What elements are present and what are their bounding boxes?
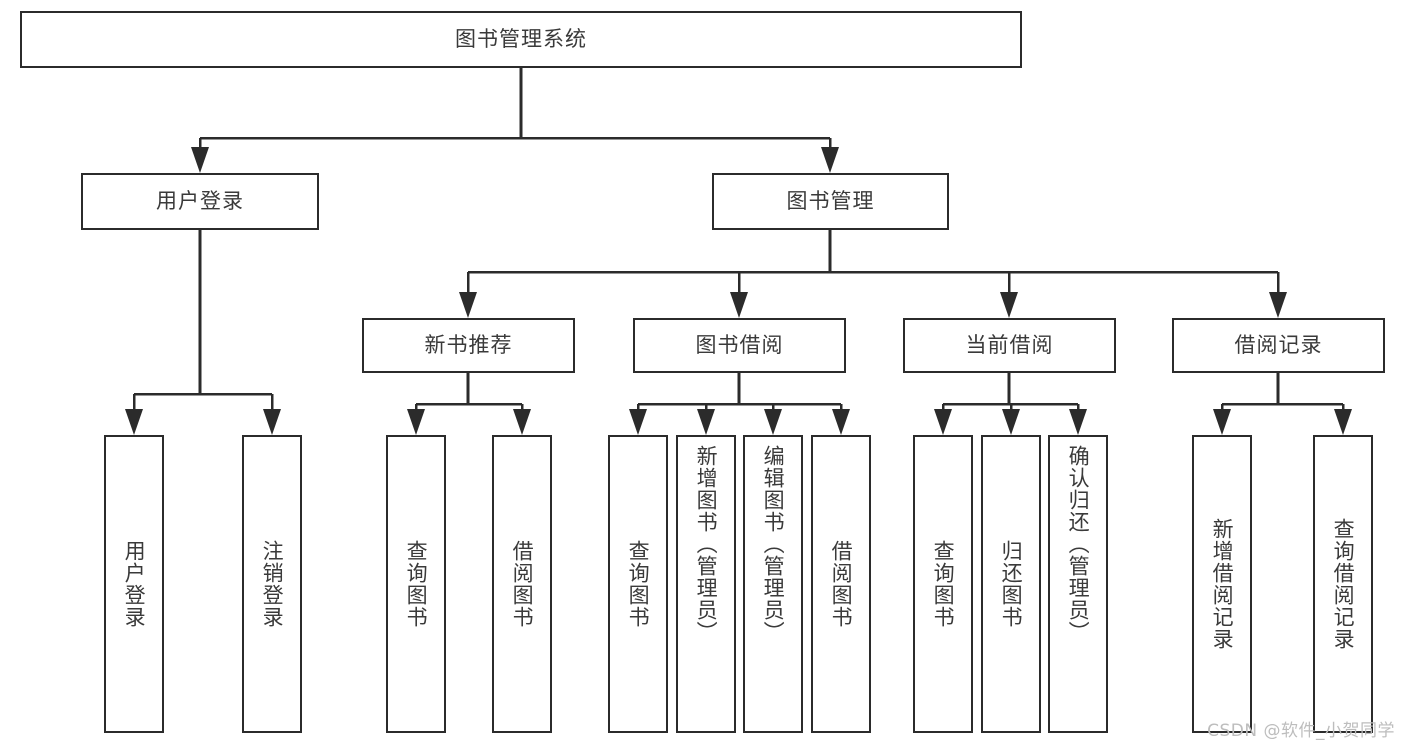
node-leaf-query-borrow-record[interactable]: 查询借阅记录	[1313, 435, 1373, 733]
node-user-login-label: 用户登录	[156, 188, 244, 213]
node-leaf-query-book-recommend-label: 查询图书	[404, 540, 429, 628]
node-leaf-query-borrow-record-label: 查询借阅记录	[1331, 518, 1356, 650]
node-leaf-confirm-return-admin-label: 确认归还（管理员）	[1066, 445, 1091, 643]
node-new-book-recommend-label: 新书推荐	[424, 332, 513, 357]
node-user-login[interactable]: 用户登录	[81, 173, 319, 230]
node-current-borrow[interactable]: 当前借阅	[903, 318, 1116, 373]
node-borrow-record[interactable]: 借阅记录	[1172, 318, 1385, 373]
node-leaf-query-book-current-label: 查询图书	[931, 540, 956, 628]
node-leaf-user-login[interactable]: 用户登录	[104, 435, 164, 733]
node-leaf-add-book-admin[interactable]: 新增图书（管理员）	[676, 435, 736, 733]
node-root-label: 图书管理系统	[455, 26, 587, 51]
node-borrow-record-label: 借阅记录	[1234, 332, 1323, 357]
node-leaf-borrow-book[interactable]: 借阅图书	[811, 435, 871, 733]
node-leaf-add-borrow-record-label: 新增借阅记录	[1210, 518, 1235, 650]
node-leaf-logout-label: 注销登录	[260, 540, 285, 628]
node-leaf-query-book-borrow-label: 查询图书	[626, 540, 651, 628]
node-leaf-add-book-admin-label: 新增图书（管理员）	[694, 445, 719, 643]
node-leaf-return-book[interactable]: 归还图书	[981, 435, 1041, 733]
node-book-borrow[interactable]: 图书借阅	[633, 318, 846, 373]
node-root[interactable]: 图书管理系统	[20, 11, 1022, 68]
csdn-watermark: CSDN @软件_小贺同学	[1207, 721, 1395, 741]
node-leaf-return-book-label: 归还图书	[999, 540, 1024, 628]
node-leaf-query-book-recommend[interactable]: 查询图书	[386, 435, 446, 733]
node-leaf-edit-book-admin-label: 编辑图书（管理员）	[761, 445, 786, 643]
node-new-book-recommend[interactable]: 新书推荐	[362, 318, 575, 373]
node-leaf-query-book-current[interactable]: 查询图书	[913, 435, 973, 733]
node-leaf-borrow-book-label: 借阅图书	[829, 540, 854, 628]
node-book-management-label: 图书管理	[786, 188, 875, 213]
node-leaf-query-book-borrow[interactable]: 查询图书	[608, 435, 668, 733]
node-leaf-logout[interactable]: 注销登录	[242, 435, 302, 733]
node-leaf-user-login-label: 用户登录	[122, 540, 147, 628]
node-current-borrow-label: 当前借阅	[965, 332, 1054, 357]
node-leaf-confirm-return-admin[interactable]: 确认归还（管理员）	[1048, 435, 1108, 733]
node-leaf-borrow-book-recommend[interactable]: 借阅图书	[492, 435, 552, 733]
node-leaf-add-borrow-record[interactable]: 新增借阅记录	[1192, 435, 1252, 733]
node-book-borrow-label: 图书借阅	[695, 332, 784, 357]
node-leaf-edit-book-admin[interactable]: 编辑图书（管理员）	[743, 435, 803, 733]
node-leaf-borrow-book-recommend-label: 借阅图书	[510, 540, 535, 628]
node-book-management[interactable]: 图书管理	[712, 173, 949, 230]
